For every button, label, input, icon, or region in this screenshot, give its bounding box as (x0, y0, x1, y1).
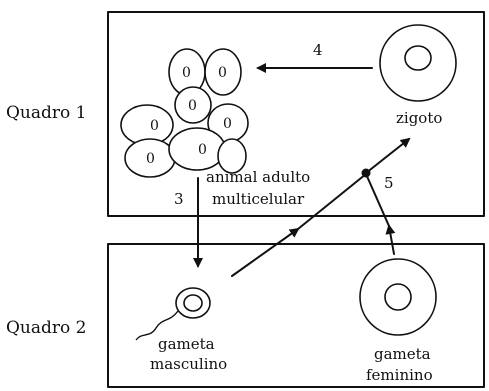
adult-label-line2: multicelular (212, 190, 305, 208)
panel-1-box (107, 11, 485, 217)
zygote-label: zigoto (396, 109, 442, 127)
zygote-cell (379, 24, 457, 102)
step-4-label: 4 (313, 41, 323, 59)
adult-cell-cluster (120, 48, 249, 178)
nucleus-mark: 0 (150, 118, 159, 134)
female-gamete-label-line2: feminino (366, 366, 433, 384)
female-gamete-label-line1: gameta (374, 345, 431, 363)
arrow-male-to-junction (231, 227, 300, 277)
adult-label-line1: animal adulto (206, 168, 310, 186)
nucleus-mark: 0 (223, 116, 232, 132)
step-3-label: 3 (174, 190, 184, 208)
male-gamete (135, 287, 211, 341)
panel-2-box (107, 243, 485, 388)
adult-cell-nuclei: 0 0 0 0 0 0 0 (146, 65, 232, 167)
step-5-label: 5 (384, 174, 394, 192)
arrow-female-to-junction-cont (365, 173, 390, 227)
female-gamete (359, 258, 437, 336)
panel-2-label: Quadro 2 (6, 318, 86, 338)
nucleus-mark: 0 (188, 98, 197, 114)
male-gamete-label-line2: masculino (150, 355, 227, 373)
nucleus-mark: 0 (218, 65, 227, 81)
arrow-female-to-junction (385, 224, 396, 255)
nucleus-mark: 0 (146, 151, 155, 167)
male-gamete-label-line1: gameta (158, 335, 215, 353)
panel-1-label: Quadro 1 (6, 103, 86, 123)
nucleus-mark: 0 (198, 142, 207, 158)
arrow-fertilization-to-zygote (365, 137, 411, 174)
nucleus-mark: 0 (182, 65, 191, 81)
arrow-male-to-junction-cont (297, 173, 367, 230)
